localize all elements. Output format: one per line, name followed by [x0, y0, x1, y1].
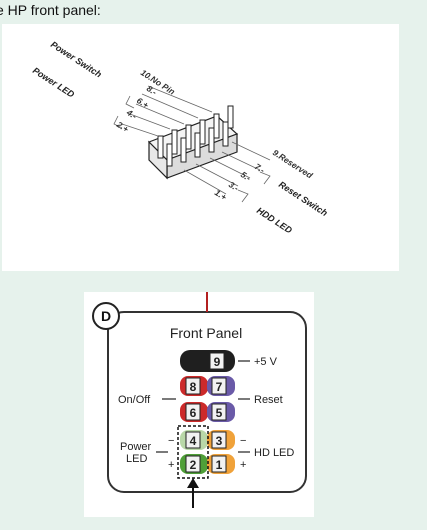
pointer-arrow: [187, 478, 199, 508]
pin-4-box: [185, 431, 201, 449]
power-label-line2: LED: [126, 453, 147, 465]
power-switch-label: Power Switch: [49, 39, 104, 80]
hd-led-label: HD LED: [254, 447, 294, 459]
pin-9-label: 9.Reserved: [271, 147, 315, 181]
badge-letter: D: [101, 308, 111, 324]
pin-6-label: 6.+: [135, 95, 151, 110]
power-minus: −: [168, 435, 174, 447]
pin-3-number: 3: [216, 434, 223, 448]
pin-3-label: 3.-: [227, 179, 241, 193]
heading-text: e HP front panel:: [0, 2, 101, 18]
pin-5-box: [211, 403, 227, 421]
header-pins: [157, 105, 234, 167]
front-panel-svg: D Front Panel 9 8 7 6 5: [92, 292, 307, 508]
pin-8-label: 8.-: [145, 83, 159, 97]
power-label-line1: Power: [120, 441, 152, 453]
pin-2-label: 2.+: [114, 119, 130, 135]
pin-3-box: [211, 431, 227, 449]
pin-4-label: 4.-: [124, 107, 139, 121]
pin-6-box: [185, 403, 201, 421]
front-panel-diagram: D Front Panel 9 8 7 6 5: [84, 292, 314, 517]
pin-8-number: 8: [190, 380, 197, 394]
reset-switch-label: Reset Switch: [277, 179, 330, 218]
pin-1-number: 1: [216, 458, 223, 472]
hdd-led-label: HDD LED: [255, 205, 294, 235]
pin-5-label: 5.-: [239, 169, 253, 183]
power-plus: +: [168, 459, 174, 471]
onoff-label: On/Off: [118, 394, 151, 406]
pin-8-box: [185, 377, 201, 395]
pin-2-box: [185, 455, 201, 473]
pin-4-number: 4: [190, 434, 197, 448]
pin-9-box: [209, 352, 225, 370]
block-pin-9: [180, 350, 235, 372]
panel-title: Front Panel: [170, 325, 242, 341]
pin-header-svg: Power Switch Power LED 10.No Pin 8.- 6.+…: [31, 39, 330, 235]
hdled-plus: +: [240, 459, 246, 471]
power-led-label: Power LED: [31, 65, 77, 100]
pin-7-box: [211, 377, 227, 395]
pin-2-number: 2: [190, 458, 197, 472]
pin-header-diagram: Power Switch Power LED 10.No Pin 8.- 6.+…: [2, 24, 399, 271]
hdled-minus: −: [240, 435, 246, 447]
leader-lines: [113, 85, 271, 203]
pin-1-box: [211, 455, 227, 473]
pin-10-label: 10.No Pin: [139, 67, 177, 96]
badge-circle: [92, 302, 120, 330]
v5-label: +5 V: [254, 356, 278, 368]
pin-1-label: 1.+: [213, 187, 229, 202]
pin-blocks: 9 8 7 6 5 4 3: [177, 350, 235, 479]
pin-7-number: 7: [216, 380, 223, 394]
pin-7-label: 7.-: [253, 161, 267, 175]
reset-label: Reset: [254, 394, 283, 406]
pin-6-number: 6: [190, 406, 197, 420]
pin-5-number: 5: [216, 406, 223, 420]
pin-9-number: 9: [214, 355, 221, 369]
